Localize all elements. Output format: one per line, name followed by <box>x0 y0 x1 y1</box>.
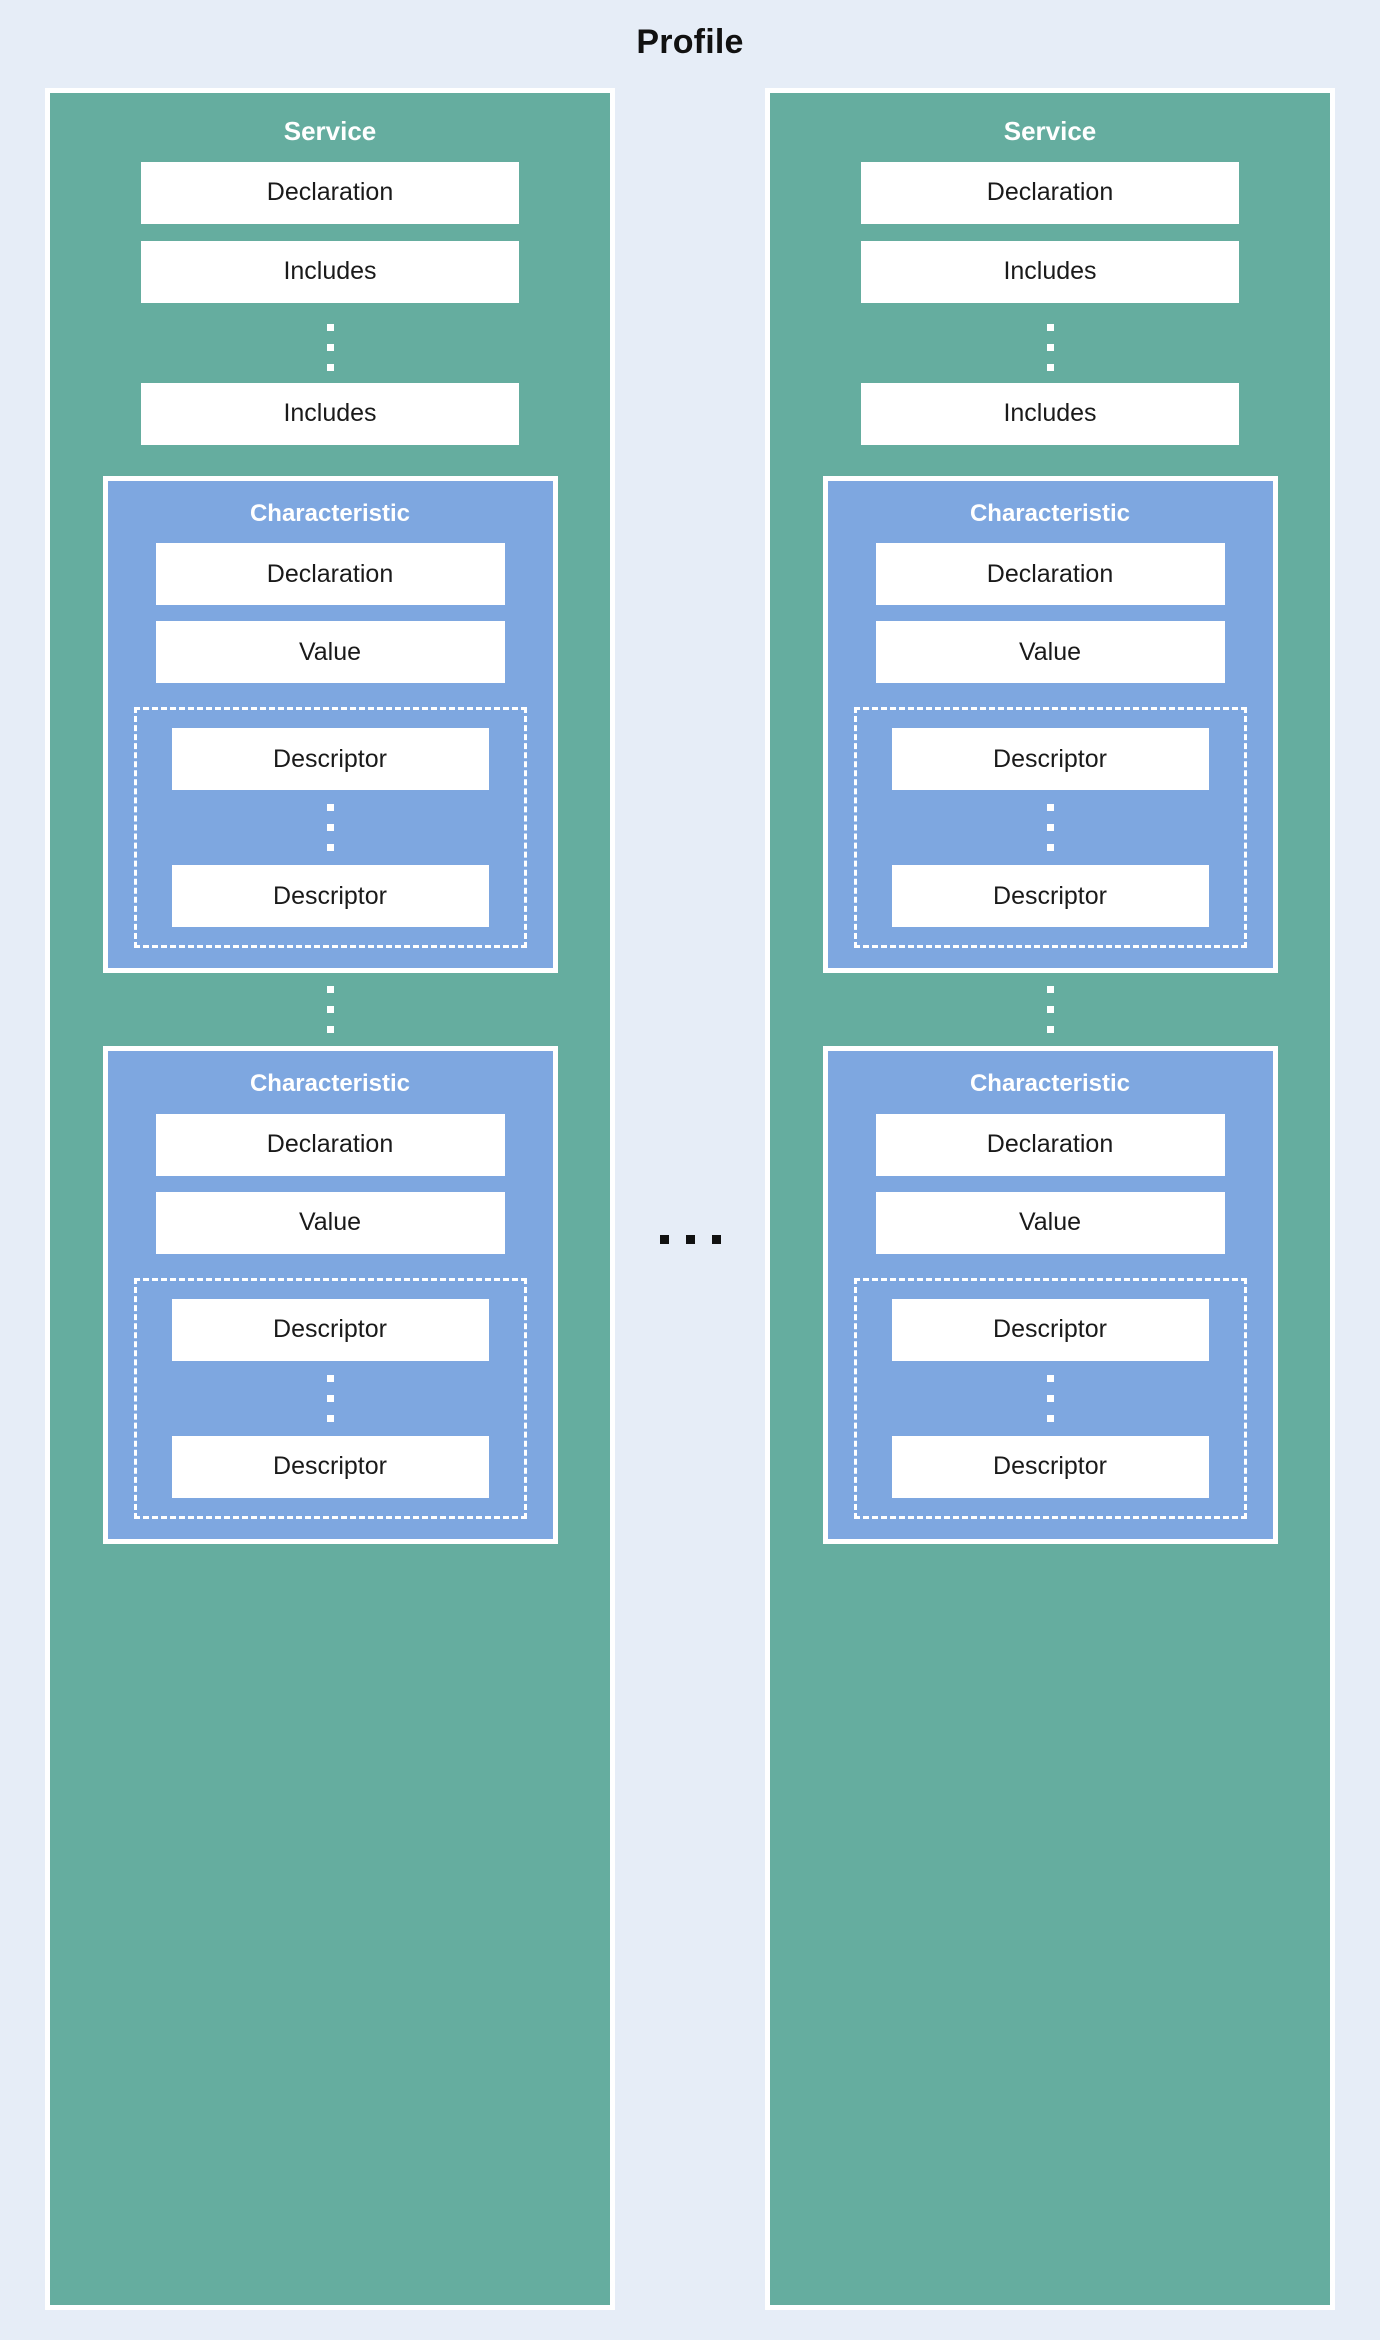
descriptor-box-first: Descriptor <box>891 728 1209 791</box>
service-declaration-box: Declaration <box>141 161 519 224</box>
descriptor-group: Descriptor Descriptor <box>853 1277 1247 1519</box>
descriptor-box-first: Descriptor <box>891 1298 1209 1361</box>
service-title: Service <box>283 116 377 147</box>
service-card-2: Service Declaration Includes Includes Ch… <box>765 88 1335 2311</box>
characteristic-card-2: Characteristic Declaration Value Descrip… <box>822 1046 1278 1544</box>
characteristic-card-2: Characteristic Declaration Value Descrip… <box>102 1046 558 1544</box>
descriptor-group: Descriptor Descriptor <box>133 1277 527 1519</box>
service-columns: Service Declaration Includes Includes Ch… <box>0 61 1380 2311</box>
service-declaration-box: Declaration <box>861 161 1239 224</box>
characteristic-value-box: Value <box>155 621 505 684</box>
services-ellipsis-icon <box>659 1234 721 1244</box>
descriptor-box-last: Descriptor <box>891 865 1209 928</box>
characteristic-declaration-box: Declaration <box>155 1113 505 1176</box>
characteristic-value-box: Value <box>875 1191 1225 1254</box>
characteristic-declaration-box: Declaration <box>875 1113 1225 1176</box>
characteristic-title: Characteristic <box>249 1070 411 1098</box>
descriptor-group: Descriptor Descriptor <box>853 707 1247 949</box>
characteristic-declaration-box: Declaration <box>875 543 1225 606</box>
descriptor-ellipsis-icon <box>326 804 334 852</box>
service-includes-box-last: Includes <box>861 382 1239 445</box>
characteristic-value-box: Value <box>155 1191 505 1254</box>
descriptor-group: Descriptor Descriptor <box>133 707 527 949</box>
characteristic-card-1: Characteristic Declaration Value Descrip… <box>102 475 558 974</box>
characteristic-title: Characteristic <box>969 1070 1131 1098</box>
descriptor-box-first: Descriptor <box>171 728 489 791</box>
service-includes-ellipsis-icon <box>326 323 334 371</box>
service-includes-box: Includes <box>141 240 519 303</box>
descriptor-box-last: Descriptor <box>891 1435 1209 1498</box>
descriptor-ellipsis-icon <box>1046 1374 1054 1422</box>
characteristic-ellipsis-icon <box>1046 986 1054 1034</box>
columns-gap <box>615 88 765 2310</box>
service-card-1: Service Declaration Includes Includes Ch… <box>45 88 615 2311</box>
characteristic-title: Characteristic <box>249 499 411 527</box>
descriptor-box-last: Descriptor <box>171 865 489 928</box>
characteristic-ellipsis-icon <box>326 986 334 1034</box>
descriptor-box-first: Descriptor <box>171 1298 489 1361</box>
characteristic-declaration-box: Declaration <box>155 543 505 606</box>
characteristic-title: Characteristic <box>969 499 1131 527</box>
service-title: Service <box>1003 116 1097 147</box>
service-includes-box-last: Includes <box>141 382 519 445</box>
service-includes-ellipsis-icon <box>1046 323 1054 371</box>
page-title: Profile <box>636 23 744 61</box>
service-includes-box: Includes <box>861 240 1239 303</box>
characteristic-card-1: Characteristic Declaration Value Descrip… <box>822 475 1278 974</box>
descriptor-ellipsis-icon <box>326 1374 334 1422</box>
descriptor-box-last: Descriptor <box>171 1435 489 1498</box>
characteristic-value-box: Value <box>875 621 1225 684</box>
descriptor-ellipsis-icon <box>1046 804 1054 852</box>
